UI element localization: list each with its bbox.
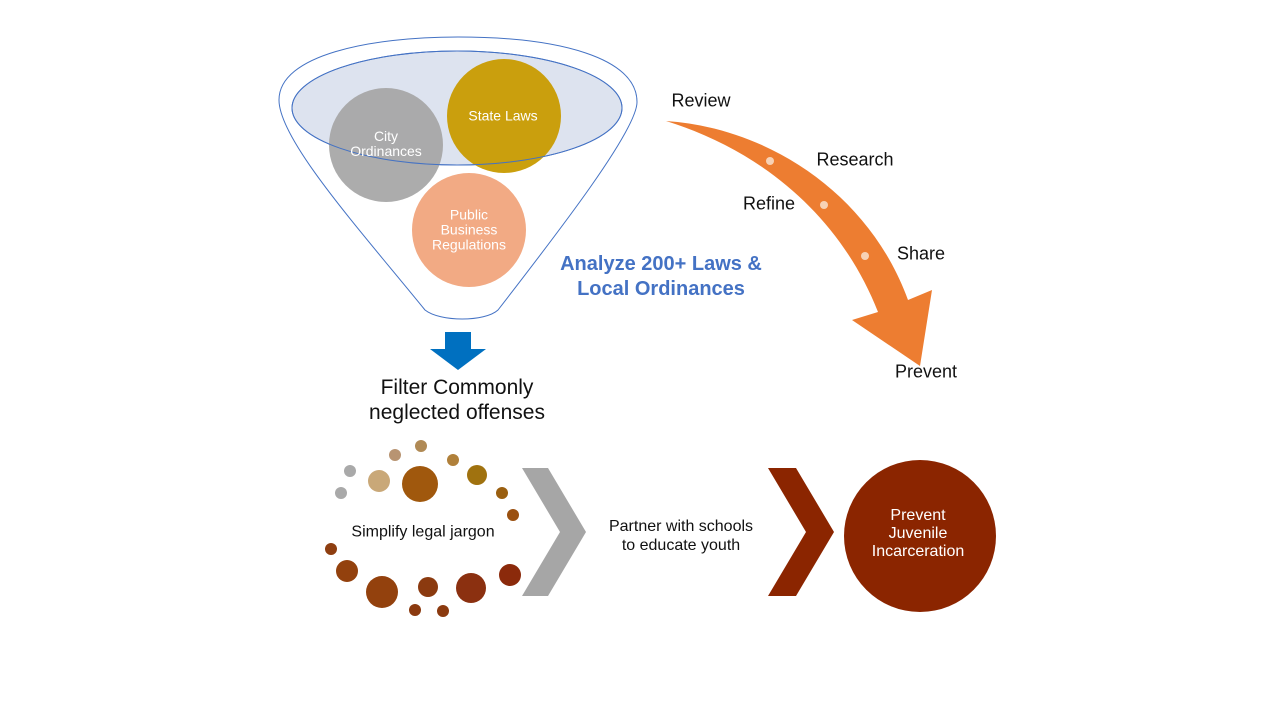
state-laws-circle — [447, 59, 561, 173]
business-regulations-circle — [412, 173, 526, 287]
business-regulations-label: Public Business Regulations — [432, 206, 506, 253]
filter-text: Filter Commonly neglected offenses — [369, 376, 545, 424]
down-arrow — [430, 332, 486, 370]
step-refine-label: Refine — [742, 193, 796, 214]
analyze-headline: Analyze 200+ Laws & Local Ordinances — [560, 253, 762, 300]
dot-cluster — [325, 440, 521, 617]
funnel-rim-outline — [291, 50, 623, 166]
step-prevent-label: Prevent — [894, 361, 958, 382]
simplify-label: Simplify legal jargon — [351, 523, 495, 541]
step-share-label: Share — [896, 243, 946, 264]
step-dot-share — [861, 252, 869, 260]
city-ordinances-label: City Ordinances — [350, 128, 422, 159]
brown-chevron — [768, 468, 834, 596]
step-dot-research — [766, 157, 774, 165]
state-laws-label: State Laws — [468, 107, 538, 124]
step-dot-refine — [820, 201, 828, 209]
outcome-circle — [844, 460, 996, 612]
step-research-label: Research — [816, 149, 894, 170]
gray-chevron — [522, 468, 586, 596]
city-ordinances-circle — [329, 88, 443, 202]
partner-label: Partner with schools to educate youth — [608, 518, 754, 554]
outcome-label: Prevent Juvenile Incarceration — [871, 507, 965, 560]
step-review-label: Review — [671, 90, 731, 111]
process-arrow — [666, 121, 932, 366]
